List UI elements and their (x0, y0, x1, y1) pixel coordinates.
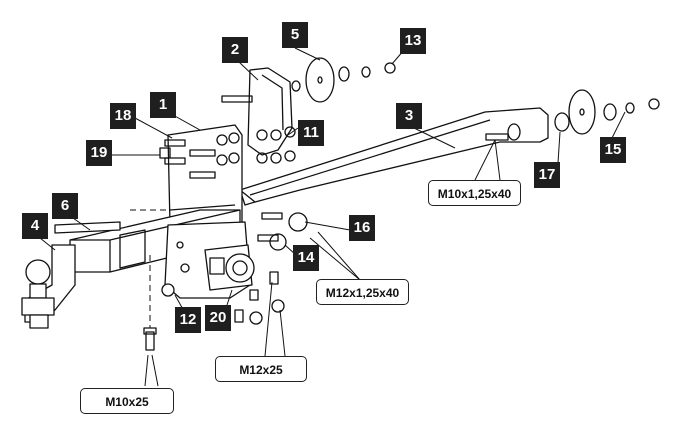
bracket-plate-part-2 (247, 67, 293, 156)
badge-part-6: 6 (52, 193, 78, 219)
badge-part-12: 12 (175, 307, 201, 333)
cross-beam-part-3 (239, 107, 549, 206)
badge-part-2: 2 (222, 37, 248, 63)
callout-bolt-m12x25: M12x25 (215, 356, 307, 382)
washer-part-15 (554, 89, 660, 135)
callout-bolt-m10x25: M10x25 (80, 388, 174, 414)
badge-part-16: 16 (349, 215, 375, 241)
callout-bolt-m12x125x40: M12x1,25x40 (316, 279, 409, 305)
assembly-dash-lines (130, 209, 168, 328)
badge-part-11: 11 (298, 120, 324, 146)
badge-part-14: 14 (293, 245, 319, 271)
leader-lines (39, 35, 626, 387)
bolt-set-18-19 (159, 132, 240, 179)
badge-part-18: 18 (110, 103, 136, 129)
socket-plate-part-20 (204, 244, 255, 291)
washer-part-5 (305, 57, 396, 103)
badge-part-13: 13 (400, 28, 426, 54)
badge-part-5: 5 (282, 22, 308, 48)
tow-ball-mount-part-4 (21, 244, 76, 329)
badge-part-20: 20 (205, 305, 231, 331)
badge-part-17: 17 (534, 162, 560, 188)
ball-bolts-16-14 (257, 212, 308, 251)
nut-set-11 (256, 126, 296, 164)
badge-part-1: 1 (150, 92, 176, 118)
badge-part-19: 19 (86, 140, 112, 166)
callout-bolt-m10x125x40: M10x1,25x40 (428, 180, 521, 206)
badge-part-3: 3 (396, 103, 422, 129)
badge-part-4: 4 (22, 213, 48, 239)
badge-part-15: 15 (600, 137, 626, 163)
